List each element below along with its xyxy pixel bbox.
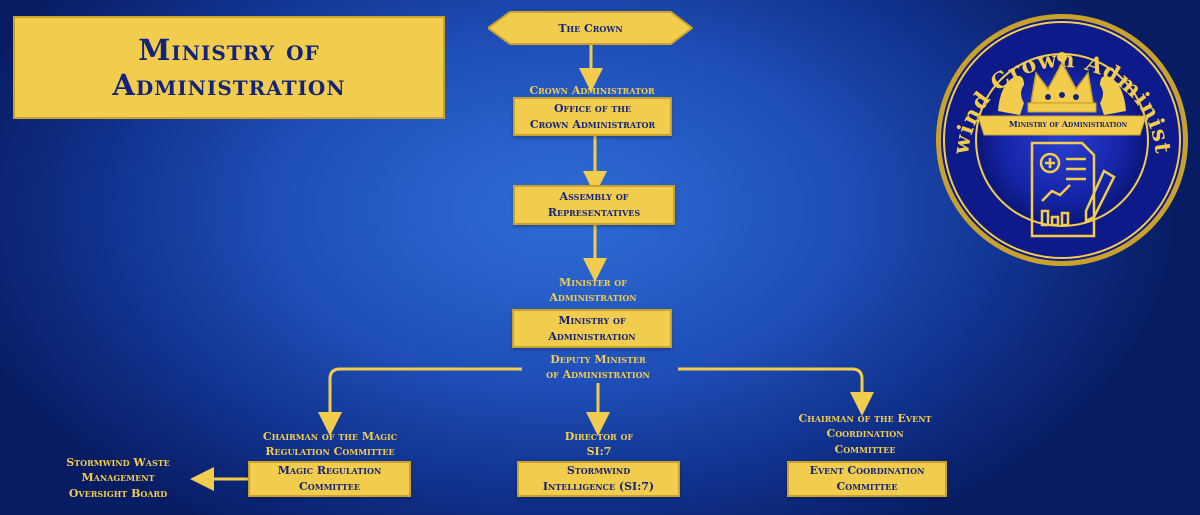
minister-role: Minister of Administration [512, 275, 674, 306]
minister-role-line-2: Administration [549, 291, 637, 305]
ministry-line-1: Ministry of [558, 313, 626, 327]
title-line-1: Ministry of [138, 32, 320, 67]
minister-role-line-1: Minister of [559, 276, 627, 289]
si7-role-line-2: SI:7 [586, 445, 612, 459]
assembly-node: Assembly of Representatives [513, 185, 675, 225]
event-role-line-3: Committee [834, 442, 896, 456]
magic-role-line-2: Regulation Committee [265, 445, 395, 459]
assembly-line-2: Representatives [547, 206, 641, 219]
event-line-2: Committee [836, 480, 898, 493]
event-line-1: Event Coordination [809, 464, 925, 478]
lion-right-icon [1100, 76, 1126, 115]
crown-icon [1027, 52, 1097, 113]
event-role-line-2: Coordination [826, 427, 904, 441]
si7-node: Stormwind Intelligence (SI:7) [517, 461, 680, 497]
assembly-line-1: Assembly of [559, 190, 629, 204]
crown-node-shape [488, 11, 693, 45]
si7-line-2: Intelligence (SI:7) [542, 480, 655, 493]
office-line-2: Crown Administrator [529, 117, 656, 131]
seal-banner-text: Ministry of Administration [1008, 119, 1128, 129]
edge-deputy-event [678, 367, 874, 416]
event-role: Chairman of the Event Coordination Commi… [778, 411, 952, 457]
waste-line-3: Oversight Board [68, 486, 168, 500]
administration-seal-icon: Stormwind Crown Administration [928, 11, 1188, 266]
si7-line-1: Stormwind [566, 464, 631, 478]
si7-role: Director of SI:7 [530, 429, 668, 460]
title-line-2: Administration [112, 67, 346, 102]
crown-node-label: The Crown [558, 21, 623, 35]
magic-role: Chairman of the Magic Regulation Committ… [236, 429, 424, 460]
waste-line-2: Management [81, 471, 155, 485]
magic-node: Magic Regulation Committee [248, 461, 411, 497]
page-title: Ministry of Administration [13, 16, 445, 119]
magic-line-1: Magic Regulation [277, 464, 382, 478]
event-node: Event Coordination Committee [787, 461, 947, 497]
crown-admin-role: Crown Administrator [529, 84, 655, 97]
office-node: Office of the Crown Administrator [513, 97, 672, 136]
ministry-line-2: Administration [548, 329, 636, 343]
document-chart-icon [1030, 141, 1116, 238]
ministry-node: Ministry of Administration [512, 309, 672, 348]
event-role-line-1: Chairman of the Event [798, 412, 932, 425]
waste-node: Stormwind Waste Management Oversight Boa… [44, 455, 192, 501]
lion-left-icon [998, 76, 1024, 115]
deputy-role-line-1: Deputy Minister [550, 353, 646, 366]
magic-line-2: Committee [299, 480, 360, 493]
deputy-role: Deputy Minister of Administration [516, 352, 680, 383]
si7-role-line-1: Director of [564, 430, 634, 443]
waste-line-1: Stormwind Waste [66, 456, 170, 469]
edge-deputy-magic [318, 367, 522, 436]
magic-role-line-1: Chairman of the Magic [262, 430, 398, 443]
deputy-role-line-2: of Administration [546, 368, 650, 382]
office-line-1: Office of the [553, 101, 632, 115]
